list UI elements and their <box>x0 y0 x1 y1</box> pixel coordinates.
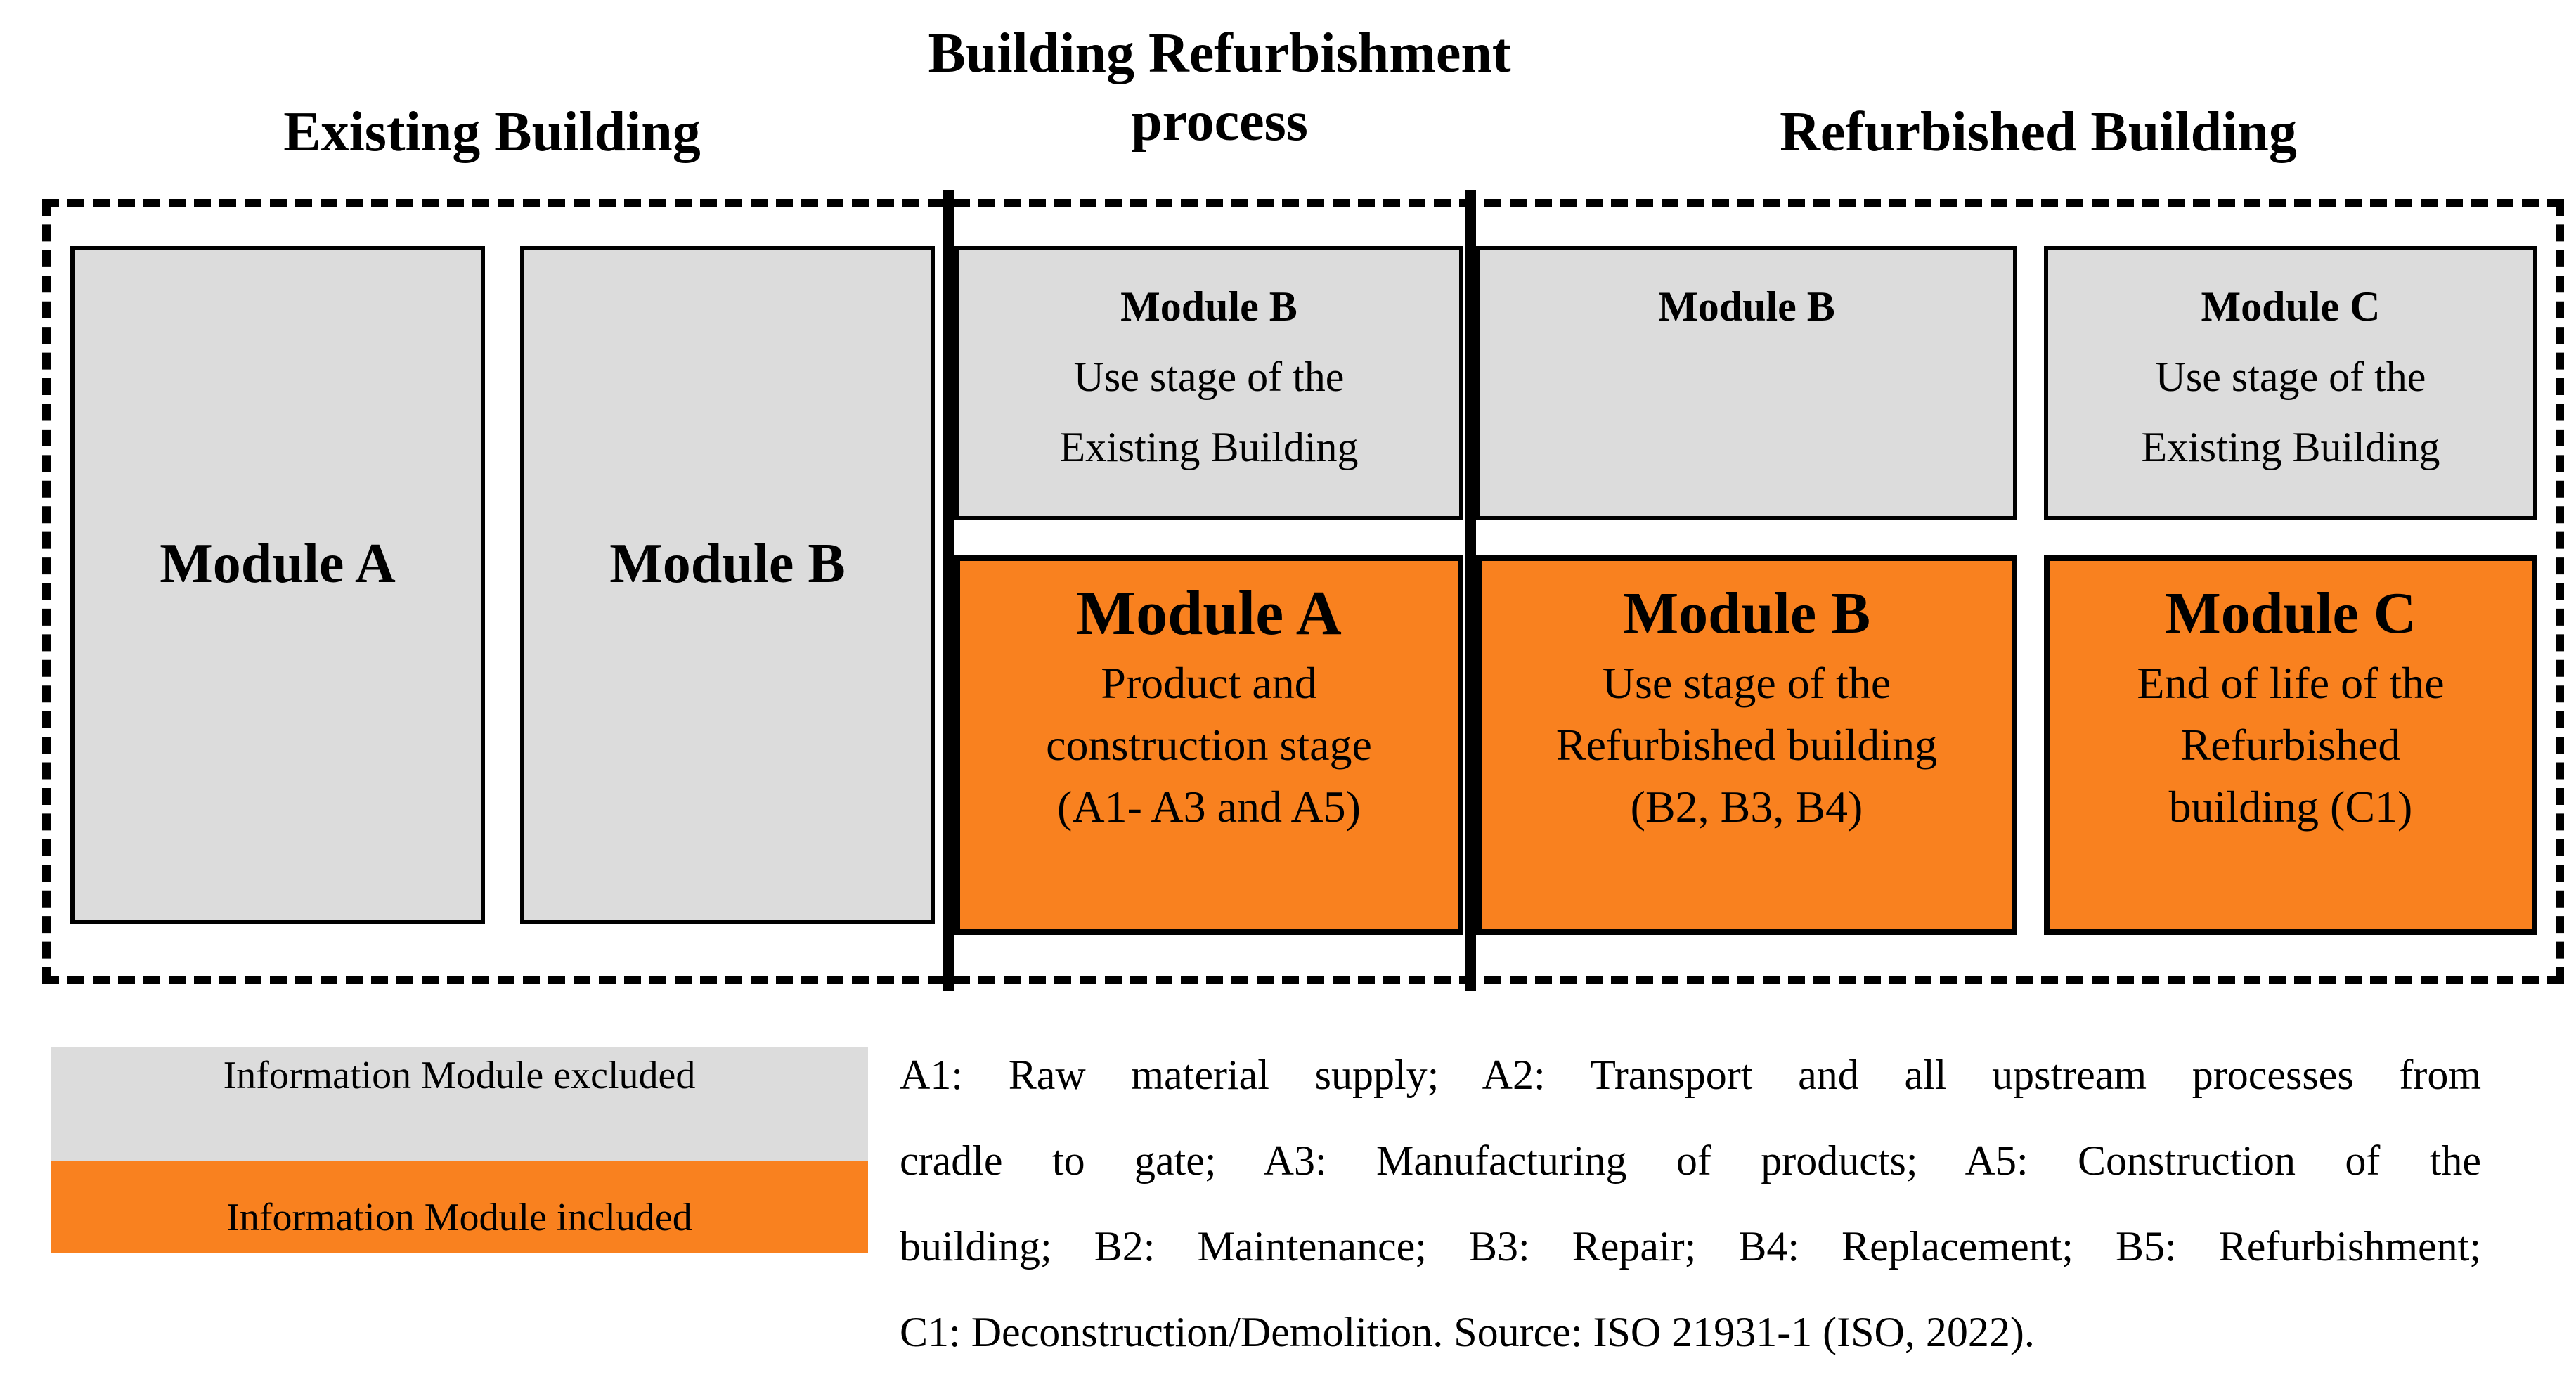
box-refurbished-module-b-line4: (B2, B3, B4) <box>1630 782 1863 832</box>
box-refurbished-module-b-excluded: Module B <box>1476 246 2017 520</box>
box-refurbished-module-b-title: Module B <box>1622 581 1871 646</box>
system-boundary-dashed-border <box>42 199 2564 984</box>
legend-excluded-label: Information Module excluded <box>223 1054 696 1097</box>
box-refurbished-module-c-line2: End of life of the <box>2137 658 2445 708</box>
box-refurbished-module-c-excluded: Module C Use stage of the Existing Build… <box>2044 246 2537 520</box>
box-refurbished-module-c-excluded-line2: Use stage of the <box>2155 354 2426 400</box>
legend-swatch-excluded: Information Module excluded <box>51 1047 868 1161</box>
divider-line-left <box>943 190 954 991</box>
box-refurbished-module-b-included: Module B Use stage of the Refurbished bu… <box>1476 555 2017 935</box>
box-process-module-b-title: Module B <box>1120 283 1297 330</box>
caption-line-3: building; B2: Maintenance; B3: Repair; B… <box>900 1223 2481 1270</box>
box-refurbished-module-c-line4: building (C1) <box>2168 782 2413 832</box>
box-refurbished-module-b-excluded-title: Module B <box>1658 283 1835 330</box>
box-refurbished-module-c-title: Module C <box>2165 581 2416 646</box>
caption-line-4: C1: Deconstruction/Demolition. Source: I… <box>900 1309 2035 1355</box>
box-existing-module-a-label: Module A <box>160 533 396 595</box>
box-process-module-a-line3: construction stage <box>1046 720 1372 770</box>
divider-line-right <box>1465 190 1476 991</box>
box-process-module-a-title: Module A <box>1076 579 1342 648</box>
box-process-module-a-included: Module A Product and construction stage … <box>954 555 1463 935</box>
legend-swatch-included: Information Module included <box>51 1161 868 1253</box>
box-process-module-b-line3: Existing Building <box>1059 424 1359 470</box>
legend-included-label: Information Module included <box>226 1196 692 1239</box>
header-refurbishment-process: Building Refurbishment process <box>868 20 1571 156</box>
box-process-module-b-line2: Use stage of the <box>1073 354 1345 400</box>
box-refurbished-module-b-line3: Refurbished building <box>1555 720 1938 770</box>
box-process-module-a-line2: Product and <box>1101 658 1317 708</box>
caption-line-1: A1: Raw material supply; A2: Transport a… <box>900 1052 2481 1098</box>
box-process-module-a-line4: (A1- A3 and A5) <box>1057 782 1361 832</box>
caption-paragraph: A1: Raw material supply; A2: Transport a… <box>900 1032 2481 1375</box>
box-refurbished-module-c-line3: Refurbished <box>2180 720 2401 770</box>
box-refurbished-module-c-included: Module C End of life of the Refurbished … <box>2044 555 2537 935</box>
box-refurbished-module-c-excluded-title: Module C <box>2201 283 2381 330</box>
header-refurbishment-process-line1: Building Refurbishment <box>928 22 1511 84</box>
box-process-module-b-excluded: Module B Use stage of the Existing Build… <box>954 246 1463 520</box>
box-existing-module-b: Module B <box>520 246 935 924</box>
header-refurbished-building: Refurbished Building <box>1780 101 2297 163</box>
header-existing-building: Existing Building <box>283 101 701 163</box>
box-existing-module-b-label: Module B <box>609 533 846 595</box>
box-refurbished-module-c-excluded-line3: Existing Building <box>2141 424 2440 470</box>
box-existing-module-a: Module A <box>70 246 485 924</box>
caption-line-2: cradle to gate; A3: Manufacturing of pro… <box>900 1137 2481 1184</box>
header-refurbishment-process-line2: process <box>1131 91 1308 153</box>
box-refurbished-module-b-line2: Use stage of the <box>1602 658 1891 708</box>
